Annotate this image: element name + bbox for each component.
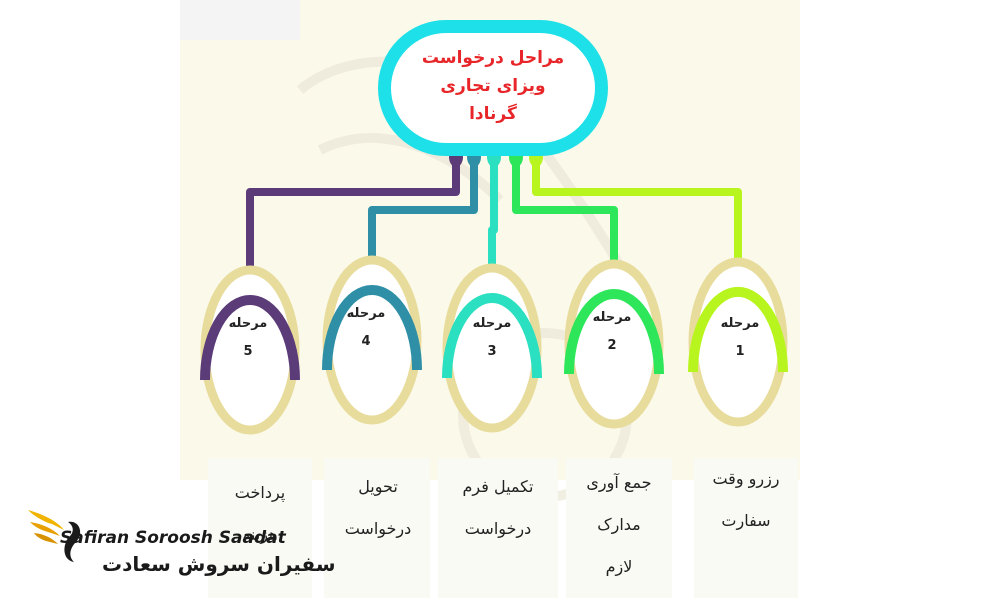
stage-2-connector xyxy=(512,160,618,264)
step-3-line-1: تکمیل فرم xyxy=(462,477,534,496)
stage-1-number: 1 xyxy=(735,344,745,359)
stage-4-number: 4 xyxy=(361,334,371,349)
stage-3-number: 3 xyxy=(487,344,497,359)
logo-persian-text: سفیران سروش سعادت xyxy=(102,552,336,576)
step-4-line-1: تحویل xyxy=(358,477,398,496)
stage-5-label: مرحله 5 xyxy=(208,310,288,366)
title-line-2: ویزای تجاری xyxy=(440,76,546,96)
stage-3-word: مرحله xyxy=(472,316,512,331)
stage-5-connector xyxy=(246,160,460,270)
step-2-line-1: جمع آوری xyxy=(586,473,652,492)
stage-2-label: مرحله 2 xyxy=(572,304,652,360)
step-3-card xyxy=(438,458,558,598)
stage-5-word: مرحله xyxy=(228,316,268,331)
stage-5-oval-top xyxy=(200,295,300,381)
step-3-text: تکمیل فرم درخواست xyxy=(440,466,556,550)
step-5-line-2: هزینه xyxy=(242,525,278,544)
stage-1-connector xyxy=(532,160,742,262)
diagram-title: مراحل درخواست ویزای تجاری گرنادا xyxy=(398,44,588,128)
step-2-card xyxy=(566,458,672,598)
stage-1-oval-top xyxy=(688,287,788,373)
step-2-text: جمع آوری مدارک لازم xyxy=(568,462,670,588)
logo-english-text: Safiran Soroosh Saadat xyxy=(60,528,286,548)
stage-4-oval-top xyxy=(322,285,422,371)
title-line-3: گرنادا xyxy=(469,104,517,124)
stage-1-word: مرحله xyxy=(720,316,760,331)
step-4-line-2: درخواست xyxy=(344,519,412,538)
step-4-card xyxy=(324,458,430,598)
title-box xyxy=(378,20,608,156)
stage-2-word: مرحله xyxy=(592,310,632,325)
title-line-1: مراحل درخواست xyxy=(421,48,565,68)
background-corner xyxy=(180,0,300,40)
step-1-line-2: سفارت xyxy=(721,511,771,530)
step-2-line-2: مدارک xyxy=(597,515,641,534)
step-5-line-1: پرداخت xyxy=(234,483,286,502)
stage-3-label: مرحله 3 xyxy=(452,310,532,366)
stage-4-label: مرحله 4 xyxy=(326,300,406,356)
stage-2-oval-top xyxy=(564,289,664,375)
step-1-line-1: رزرو وقت xyxy=(712,469,780,488)
step-4-text: تحویل درخواست xyxy=(326,466,430,550)
stage-2-number: 2 xyxy=(607,338,617,353)
step-5-card xyxy=(208,458,312,598)
stage-3-oval-top xyxy=(442,293,542,379)
step-2-line-3: لازم xyxy=(605,557,633,576)
stage-5-number: 5 xyxy=(243,344,253,359)
step-3-line-2: درخواست xyxy=(464,519,532,538)
bird-logo-icon xyxy=(28,510,81,562)
stage-4-word: مرحله xyxy=(346,306,386,321)
step-5-text: پرداخت هزینه xyxy=(210,472,310,556)
step-1-text: رزرو وقت سفارت xyxy=(696,458,796,542)
stage-3-connector xyxy=(488,160,498,268)
step-1-card xyxy=(694,458,798,598)
stage-4-connector xyxy=(368,160,478,260)
stage-1-label: مرحله 1 xyxy=(700,310,780,366)
